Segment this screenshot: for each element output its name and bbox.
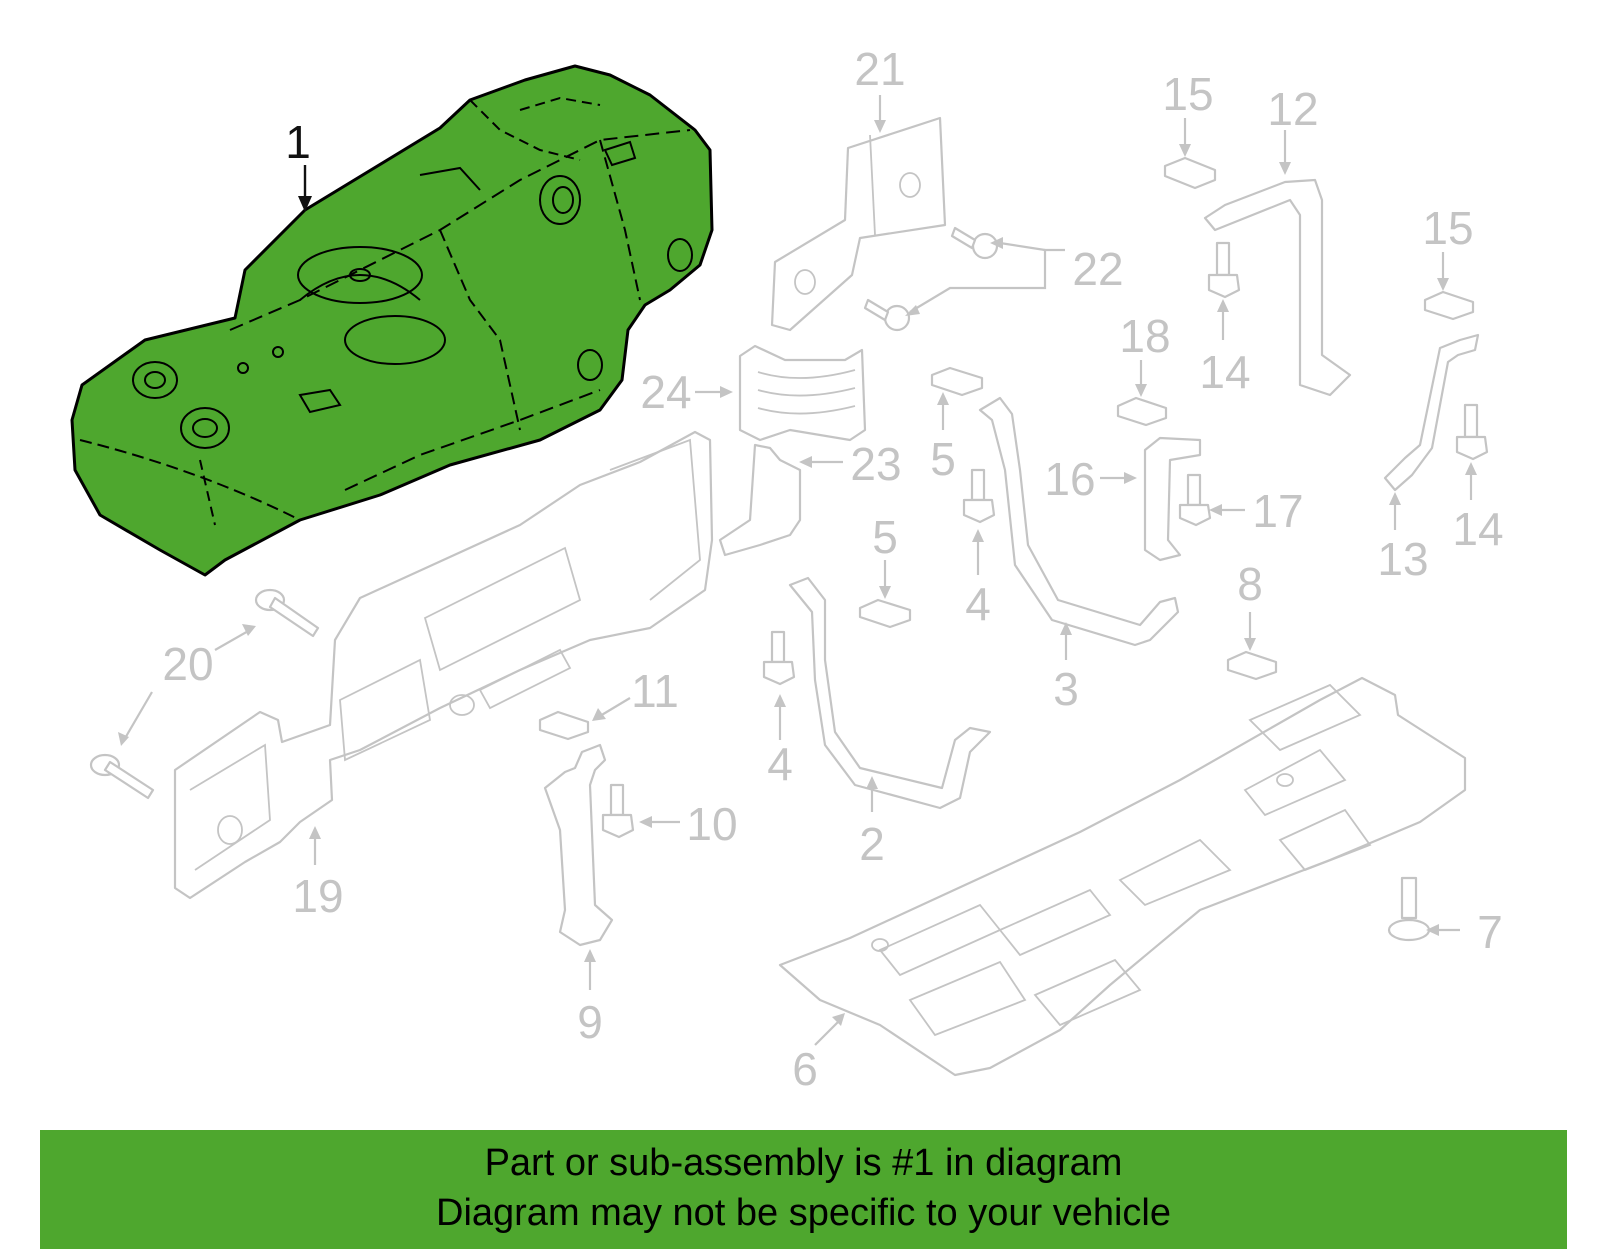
- callout-15-right: 15: [1422, 202, 1473, 254]
- clip-part-18[interactable]: [1116, 396, 1168, 427]
- callout-12: 12: [1267, 83, 1318, 135]
- bracket-part-21[interactable]: [770, 116, 947, 332]
- callout-18: 18: [1119, 310, 1170, 362]
- callout-11: 11: [631, 665, 679, 717]
- bolt-part-17[interactable]: [1178, 473, 1212, 527]
- callout-21: 21: [854, 43, 905, 95]
- callout-1: 1: [285, 116, 311, 168]
- stud-part-7[interactable]: [1387, 876, 1431, 942]
- callout-19: 19: [292, 870, 343, 922]
- banner-line-1: Part or sub-assembly is #1 in diagram: [484, 1142, 1123, 1184]
- callout-24: 24: [640, 366, 691, 418]
- bracket-part-23[interactable]: [718, 443, 802, 557]
- parts-diagram: 1 2 3 4 4 5 5 6 7 8 9 10 11 12 13 14 14 …: [70, 43, 1504, 1095]
- skid-plate-part-6[interactable]: [778, 676, 1467, 1077]
- bolt-part-14-right[interactable]: [1455, 403, 1489, 461]
- callout-16: 16: [1044, 453, 1095, 505]
- callout-6: 6: [792, 1043, 818, 1095]
- info-banner: Part or sub-assembly is #1 in diagram Di…: [40, 1130, 1567, 1249]
- clip-part-8[interactable]: [1226, 650, 1278, 681]
- banner-line-2: Diagram may not be specific to your vehi…: [436, 1192, 1171, 1234]
- callout-7: 7: [1477, 906, 1503, 958]
- callout-4-upper: 4: [965, 578, 991, 630]
- bolt-part-14-left[interactable]: [1207, 241, 1241, 299]
- arrowhead: [298, 196, 312, 212]
- callout-4-lower: 4: [767, 738, 793, 790]
- clip-part-5-lower[interactable]: [858, 598, 912, 629]
- clip-part-15-right[interactable]: [1423, 290, 1475, 321]
- bolt-part-4-lower[interactable]: [762, 630, 796, 686]
- callout-14-left: 14: [1199, 346, 1250, 398]
- bolt-part-10[interactable]: [601, 783, 635, 839]
- callout-20: 20: [162, 638, 213, 690]
- heat-shield-part-19[interactable]: [173, 430, 714, 900]
- strap-part-2[interactable]: [788, 576, 992, 810]
- clip-part-15-left[interactable]: [1163, 156, 1217, 190]
- callout-13: 13: [1377, 533, 1428, 585]
- callout-2: 2: [859, 818, 885, 870]
- bolt-part-4-upper[interactable]: [962, 468, 996, 524]
- callout-9: 9: [577, 996, 603, 1048]
- fuel-tank-part-1[interactable]: [70, 64, 714, 577]
- bolt-part-22-lower[interactable]: [863, 298, 911, 332]
- callout-3: 3: [1053, 663, 1079, 715]
- bracket-part-16[interactable]: [1143, 436, 1202, 562]
- bolt-part-22-upper[interactable]: [950, 226, 999, 260]
- callout-15-left: 15: [1162, 68, 1213, 120]
- callout-8: 8: [1237, 558, 1263, 610]
- callout-23: 23: [850, 438, 901, 490]
- bolt-part-20-lower[interactable]: [89, 753, 155, 800]
- bolt-part-20-upper[interactable]: [254, 588, 320, 638]
- strap-part-13[interactable]: [1383, 333, 1480, 492]
- callout-14-right: 14: [1452, 503, 1503, 555]
- leader-lines: [118, 95, 1477, 1046]
- strap-part-12[interactable]: [1203, 178, 1352, 397]
- callout-5-upper: 5: [930, 433, 956, 485]
- clip-part-11[interactable]: [538, 710, 590, 741]
- callout-5-lower: 5: [872, 511, 898, 563]
- pad-part-24[interactable]: [738, 344, 867, 442]
- callout-22: 22: [1072, 243, 1123, 295]
- bracket-part-9[interactable]: [543, 743, 614, 947]
- strap-part-3[interactable]: [978, 396, 1180, 647]
- callout-10: 10: [686, 798, 737, 850]
- clip-part-5-upper[interactable]: [930, 366, 984, 397]
- callout-17: 17: [1252, 485, 1303, 537]
